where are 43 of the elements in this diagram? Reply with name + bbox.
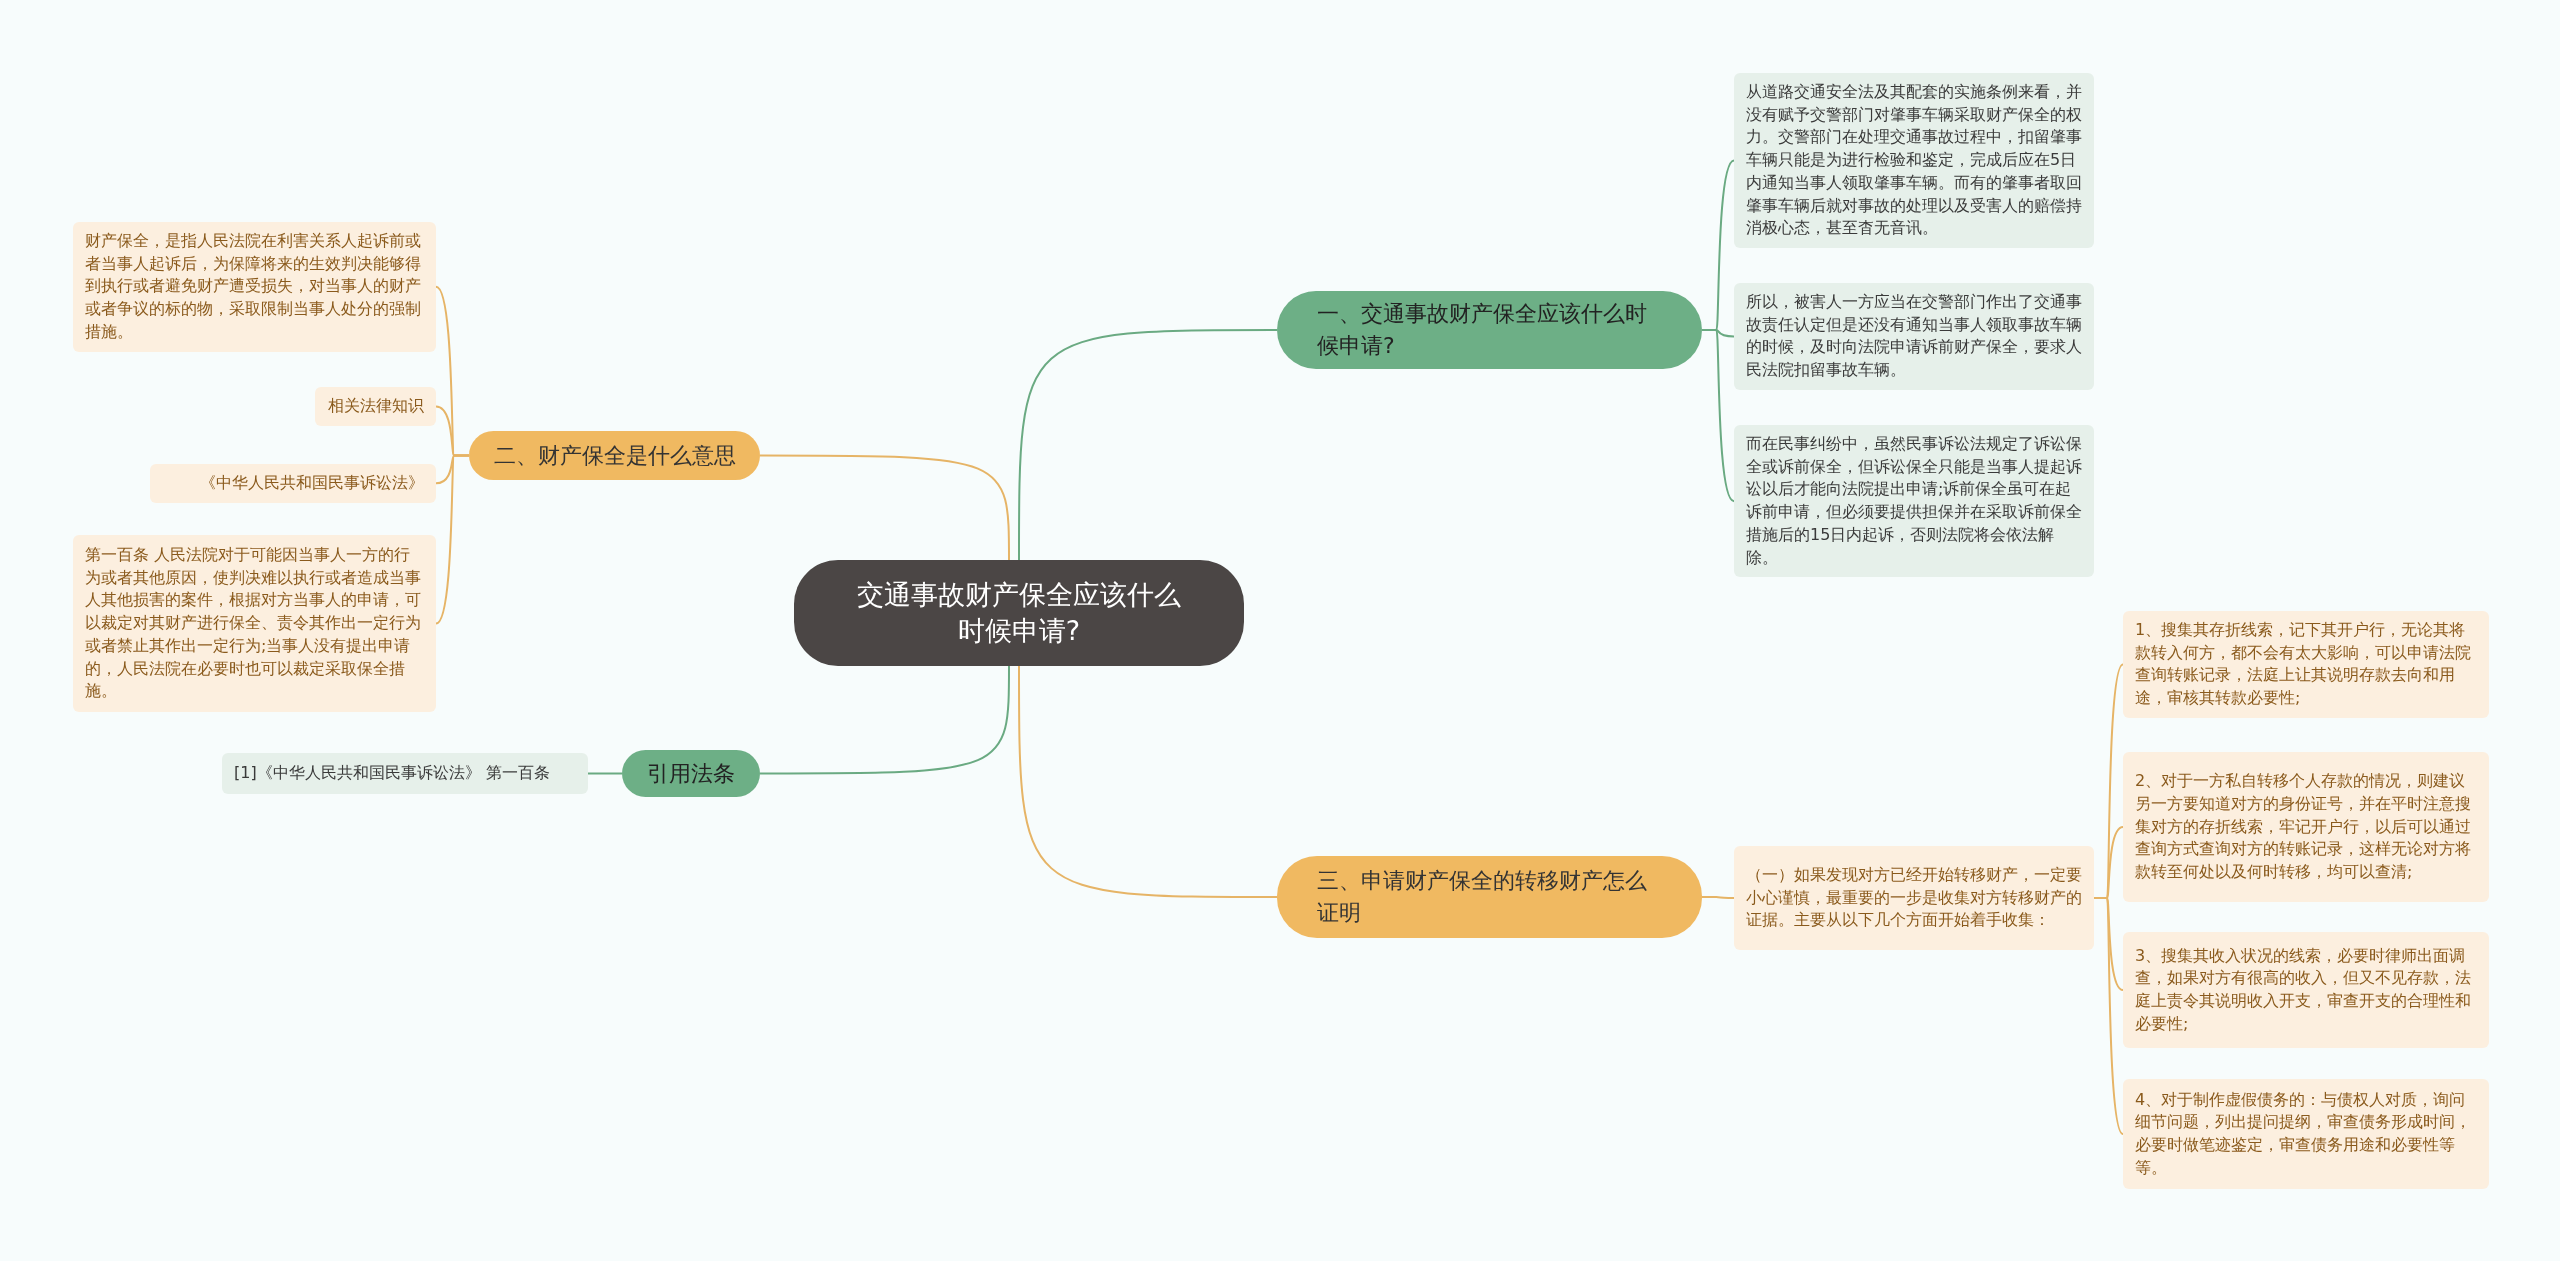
- note-text: 《中华人民共和国民事诉讼法》: [200, 472, 424, 494]
- branch-topic: [469, 431, 760, 480]
- note-text: 从道路交通安全法及其配套的实施条例来看，并没有赋予交警部门对肇事车辆采取财产保全的权力。交警部门在处理交通事故过程中，扣留肇事车辆只能是为进行检验和鉴定，完成后应在5日内通知当事人领取肇事车辆。而有的肇事者取回肇事车辆后就对事故的处理以及受害人的赔偿持消极心态，甚至杳无音讯。: [1746, 81, 2082, 240]
- note-card: [73, 535, 436, 712]
- note-text: 1、搜集其存折线索，记下其开户行，无论其将款转入何方，都不会有太大影响，可以申请法院查询转账记录，法庭上让其说明存款去向和用途，审核其转款必要性;: [2135, 619, 2472, 710]
- topic-label: 三、申请财产保全的转移财产怎么证明: [1317, 867, 1648, 927]
- note-text: 而在民事纠纷中，虽然民事诉讼法规定了诉讼保全或诉前保全，但诉讼保全只能是当事人提起诉讼以后才能向法院提出申请;诉前保全虽可在起诉前申请，但必须要提供担保并在采取诉前保全措施后的15日内起诉，否则法院将会依法解除。: [1746, 433, 2082, 569]
- note-card: [2123, 752, 2489, 902]
- note-card: [2123, 611, 2489, 718]
- note-card: [1734, 73, 2094, 249]
- note-card: [73, 222, 436, 352]
- note-card: [150, 464, 436, 503]
- connector-line: [759, 454, 1010, 561]
- connector-line: [2093, 897, 2124, 1135]
- note-text: 相关法律知识: [328, 395, 424, 418]
- topic-title: 交通事故财产保全应该什么时候申请?: [856, 577, 1182, 648]
- note-text: 所以，被害人一方应当在交警部门作出了交通事故责任认定但是还没有通知当事人领取事故车辆的时候，及时向法院申请诉前财产保全，要求人民法院扣留事故车辆。: [1746, 291, 2082, 382]
- note-text: 财产保全，是指人民法院在利害关系人起诉前或者当事人起诉后，为保障将来的生效判决能够得到执行或者避免财产遭受损失，对当事人的财产或者争议的标的物，采取限制当事人处分的强制措施。: [85, 230, 422, 343]
- connector-line: [759, 665, 1010, 775]
- connector-line: [1701, 896, 1735, 899]
- connector-line: [1018, 329, 1278, 561]
- topic-label: 引用法条: [647, 759, 735, 788]
- note-text: 3、搜集其收入状况的线索，必要时律师出面调查，如果对方有很高的收入，但又不见存款，法庭上责令其说明收入开支，审查开支的合理性和必要性;: [2135, 944, 2472, 1035]
- note-card: [1734, 283, 2094, 390]
- note-card: [2123, 1079, 2489, 1189]
- note-text: 4、对于制作虚假债务的：与债权人对质，询问细节问题，列出提问提纲，审查债务形成时间，必要时做笔迹鉴定，审查债务用途和必要性等等。: [2135, 1088, 2472, 1179]
- central-topic: [794, 560, 1244, 666]
- note-text: 第一百条 人民法院对于可能因当事人一方的行为或者其他原因，使判决难以执行或者造成当事人其他损害的案件，根据对方当事人的申请，可以裁定对其财产进行保全、责令其作出一定行为或者禁止其作出一定行为;当事人没有提出申请的，人民法院在必要时也可以裁定采取保全措施。: [85, 544, 422, 703]
- note-card: [1734, 846, 2094, 950]
- connector-line: [1701, 329, 1735, 503]
- note-card: [1734, 425, 2094, 578]
- note-text: 2、对于一方私自转移个人存款的情况，则建议另一方要知道对方的身份证号，并在平时注意搜集对方的存折线索，牢记开户行，以后可以通过查询方式查询对方的转账记录，这样无论对方将款转至何处以及何时转移，均可以查清;: [2135, 770, 2472, 884]
- branch-topic: [622, 750, 760, 797]
- connector-line: [587, 772, 623, 775]
- note-card: [222, 753, 588, 794]
- topic-label: 二、财产保全是什么意思: [493, 441, 736, 470]
- note-text: （一）如果发现对方已经开始转移财产，一定要小心谨慎，最重要的一步是收集对方转移财产的证据。主要从以下几个方面开始着手收集：: [1746, 863, 2082, 932]
- note-card: [315, 387, 436, 426]
- topic-label: 一、交通事故财产保全应该什么时候申请?: [1317, 300, 1648, 360]
- note-text: [1]《中华人民共和国民事诉讼法》 第一百条: [234, 762, 550, 785]
- note-card: [2123, 932, 2489, 1048]
- connector-line: [1018, 665, 1278, 898]
- connector-line: [435, 454, 470, 625]
